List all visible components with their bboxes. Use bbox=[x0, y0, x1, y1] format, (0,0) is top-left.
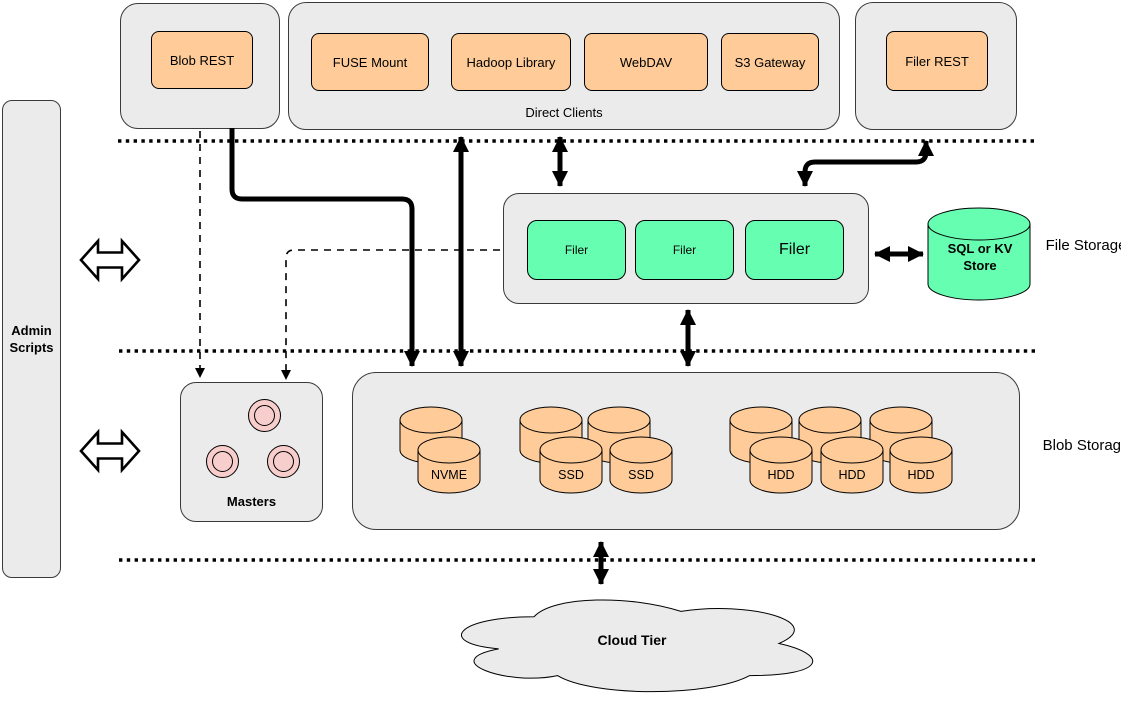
filer-rest-box: Filer REST bbox=[886, 31, 988, 91]
arrow-filer-rest-filer-bidirectional bbox=[797, 140, 934, 187]
filer-box-2: Filer bbox=[635, 220, 734, 280]
arrow-blob-rest-to-volumes bbox=[229, 128, 420, 367]
admin-scripts-label: Admin Scripts bbox=[9, 323, 54, 355]
filer-box-3: Filer bbox=[745, 220, 844, 280]
client-box-fuse-mount: FUSE Mount bbox=[311, 33, 429, 91]
admin-file-storage-double-arrow bbox=[79, 237, 141, 283]
master-node-circle bbox=[267, 445, 300, 478]
filer-box-1: Filer bbox=[527, 220, 626, 280]
filer-rest-group: Filer REST bbox=[855, 2, 1017, 130]
cloud-tier-label: Cloud Tier bbox=[597, 632, 667, 648]
masters-label: Masters bbox=[226, 494, 277, 509]
master-node-circle bbox=[206, 445, 239, 478]
client-box-webdav: WebDAV bbox=[584, 33, 708, 91]
metadata-store-label: SQL or KV Store bbox=[947, 241, 1013, 273]
master-node-inner-circle bbox=[273, 451, 294, 472]
client-box-s3-gateway: S3 Gateway bbox=[721, 33, 819, 91]
volume-servers-group bbox=[352, 372, 1020, 530]
blob-rest-group: Blob REST bbox=[120, 3, 280, 129]
admin-scripts-box: Admin Scripts bbox=[2, 100, 61, 578]
client-box-hadoop-library: Hadoop Library bbox=[451, 33, 571, 91]
masters-group: Masters bbox=[180, 382, 323, 522]
admin-blob-storage-double-arrow bbox=[79, 428, 141, 474]
direct-clients-label: Direct Clients bbox=[525, 105, 603, 120]
file-storage-section-label: File Storage bbox=[1045, 237, 1121, 254]
master-node-inner-circle bbox=[254, 405, 275, 426]
master-node-circle bbox=[248, 399, 281, 432]
blob-rest-box: Blob REST bbox=[151, 31, 253, 89]
blob-storage-section-label: Blob Storage bbox=[1042, 437, 1121, 454]
dashed-arrow-filer-to-masters bbox=[281, 249, 500, 380]
master-node-inner-circle bbox=[212, 451, 233, 472]
